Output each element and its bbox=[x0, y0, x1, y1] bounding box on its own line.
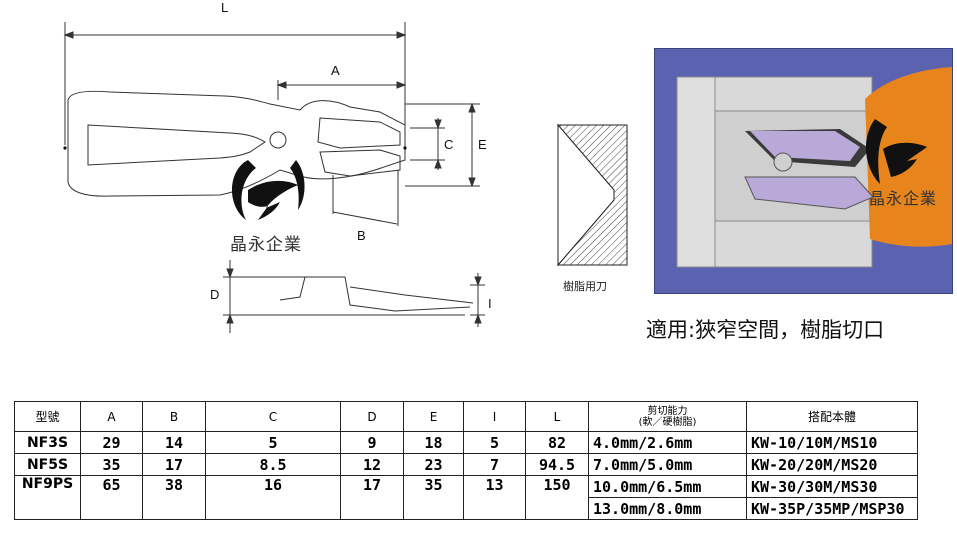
cutting-capacity-title: 剪切能力 bbox=[647, 405, 688, 417]
cell-body: KW-30/30M/MS30 bbox=[746, 475, 918, 498]
col-header-i: I bbox=[463, 401, 526, 432]
company-logo-icon bbox=[231, 160, 305, 220]
cell-d: 12 bbox=[340, 453, 404, 476]
cell-i: 5 bbox=[463, 431, 526, 454]
cell-b: 14 bbox=[142, 431, 206, 454]
cell-b: 17 bbox=[142, 453, 206, 476]
cell-capacity: 7.0mm/5.0mm bbox=[588, 453, 747, 476]
product-render-image: 晶永企業 bbox=[654, 48, 953, 294]
render-watermark-text: 晶永企業 bbox=[869, 189, 938, 208]
table-header-row: 型號 A B C D E I L 剪切能力 (軟／硬樹脂) 搭配本體 bbox=[14, 401, 918, 432]
cell-c: 5 bbox=[205, 431, 341, 454]
dim-label-c: C bbox=[444, 137, 454, 152]
col-header-c: C bbox=[205, 401, 341, 432]
col-header-d: D bbox=[340, 401, 404, 432]
col-header-cutting-capacity: 剪切能力 (軟／硬樹脂) bbox=[588, 401, 747, 432]
dim-label-b: B bbox=[357, 228, 366, 243]
cell-l: 94.5 bbox=[525, 453, 589, 476]
cell-capacity: 13.0mm/8.0mm bbox=[588, 497, 747, 520]
cell-i: 13 bbox=[463, 475, 526, 520]
cell-c: 16 bbox=[205, 475, 341, 520]
cell-model: NF9PS bbox=[14, 475, 81, 520]
cell-e: 18 bbox=[403, 431, 464, 454]
cell-e: 23 bbox=[403, 453, 464, 476]
cell-a: 29 bbox=[80, 431, 143, 454]
cell-body: KW-35P/35MP/MSP30 bbox=[746, 497, 918, 520]
table-row: NF5S 35 17 8.5 12 23 7 94.5 7.0mm/5.0mm … bbox=[14, 453, 918, 476]
spec-table: 型號 A B C D E I L 剪切能力 (軟／硬樹脂) 搭配本體 NF3S … bbox=[14, 401, 918, 520]
cell-body: KW-10/10M/MS10 bbox=[746, 431, 918, 454]
cell-c: 8.5 bbox=[205, 453, 341, 476]
resin-blade-section-drawing bbox=[556, 123, 628, 267]
cell-body: KW-20/20M/MS20 bbox=[746, 453, 918, 476]
cutting-capacity-subtitle: (軟／硬樹脂) bbox=[638, 416, 697, 428]
cell-model: NF3S bbox=[14, 431, 81, 454]
dim-label-a: A bbox=[331, 63, 340, 78]
nipper-top-view-drawing bbox=[63, 22, 480, 226]
col-header-e: E bbox=[403, 401, 464, 432]
dim-label-i: I bbox=[488, 296, 492, 311]
dim-label-l: L bbox=[221, 0, 229, 15]
col-header-l: L bbox=[525, 401, 589, 432]
table-row: NF9PS 65 38 16 17 35 13 150 10.0mm/6.5mm… bbox=[14, 475, 918, 520]
col-header-compatible-body: 搭配本體 bbox=[746, 401, 918, 432]
dim-label-e: E bbox=[478, 137, 487, 152]
cell-l: 82 bbox=[525, 431, 589, 454]
cell-d: 17 bbox=[340, 475, 404, 520]
cell-a: 35 bbox=[80, 453, 143, 476]
cell-a: 65 bbox=[80, 475, 143, 520]
table-row: 13.0mm/8.0mm KW-35P/35MP/MSP30 bbox=[15, 497, 918, 520]
cell-e: 35 bbox=[403, 475, 464, 520]
cell-model: NF5S bbox=[14, 453, 81, 476]
cell-capacity: 10.0mm/6.5mm bbox=[588, 475, 747, 498]
watermark-text: 晶永企業 bbox=[230, 235, 302, 255]
cell-l: 150 bbox=[525, 475, 589, 520]
col-header-a: A bbox=[80, 401, 143, 432]
nipper-side-view-drawing bbox=[223, 260, 485, 333]
cell-d: 9 bbox=[340, 431, 404, 454]
col-header-b: B bbox=[142, 401, 206, 432]
application-caption: 適用:狹窄空間，樹脂切口 bbox=[646, 318, 885, 342]
cell-i: 7 bbox=[463, 453, 526, 476]
render-illustration bbox=[676, 67, 952, 268]
cell-b: 38 bbox=[142, 475, 206, 520]
dim-label-d: D bbox=[210, 287, 220, 302]
resin-blade-caption: 樹脂用刀 bbox=[563, 280, 607, 293]
col-header-model: 型號 bbox=[14, 401, 81, 432]
table-row: NF3S 29 14 5 9 18 5 82 4.0mm/2.6mm KW-10… bbox=[14, 431, 918, 454]
cell-capacity: 4.0mm/2.6mm bbox=[588, 431, 747, 454]
